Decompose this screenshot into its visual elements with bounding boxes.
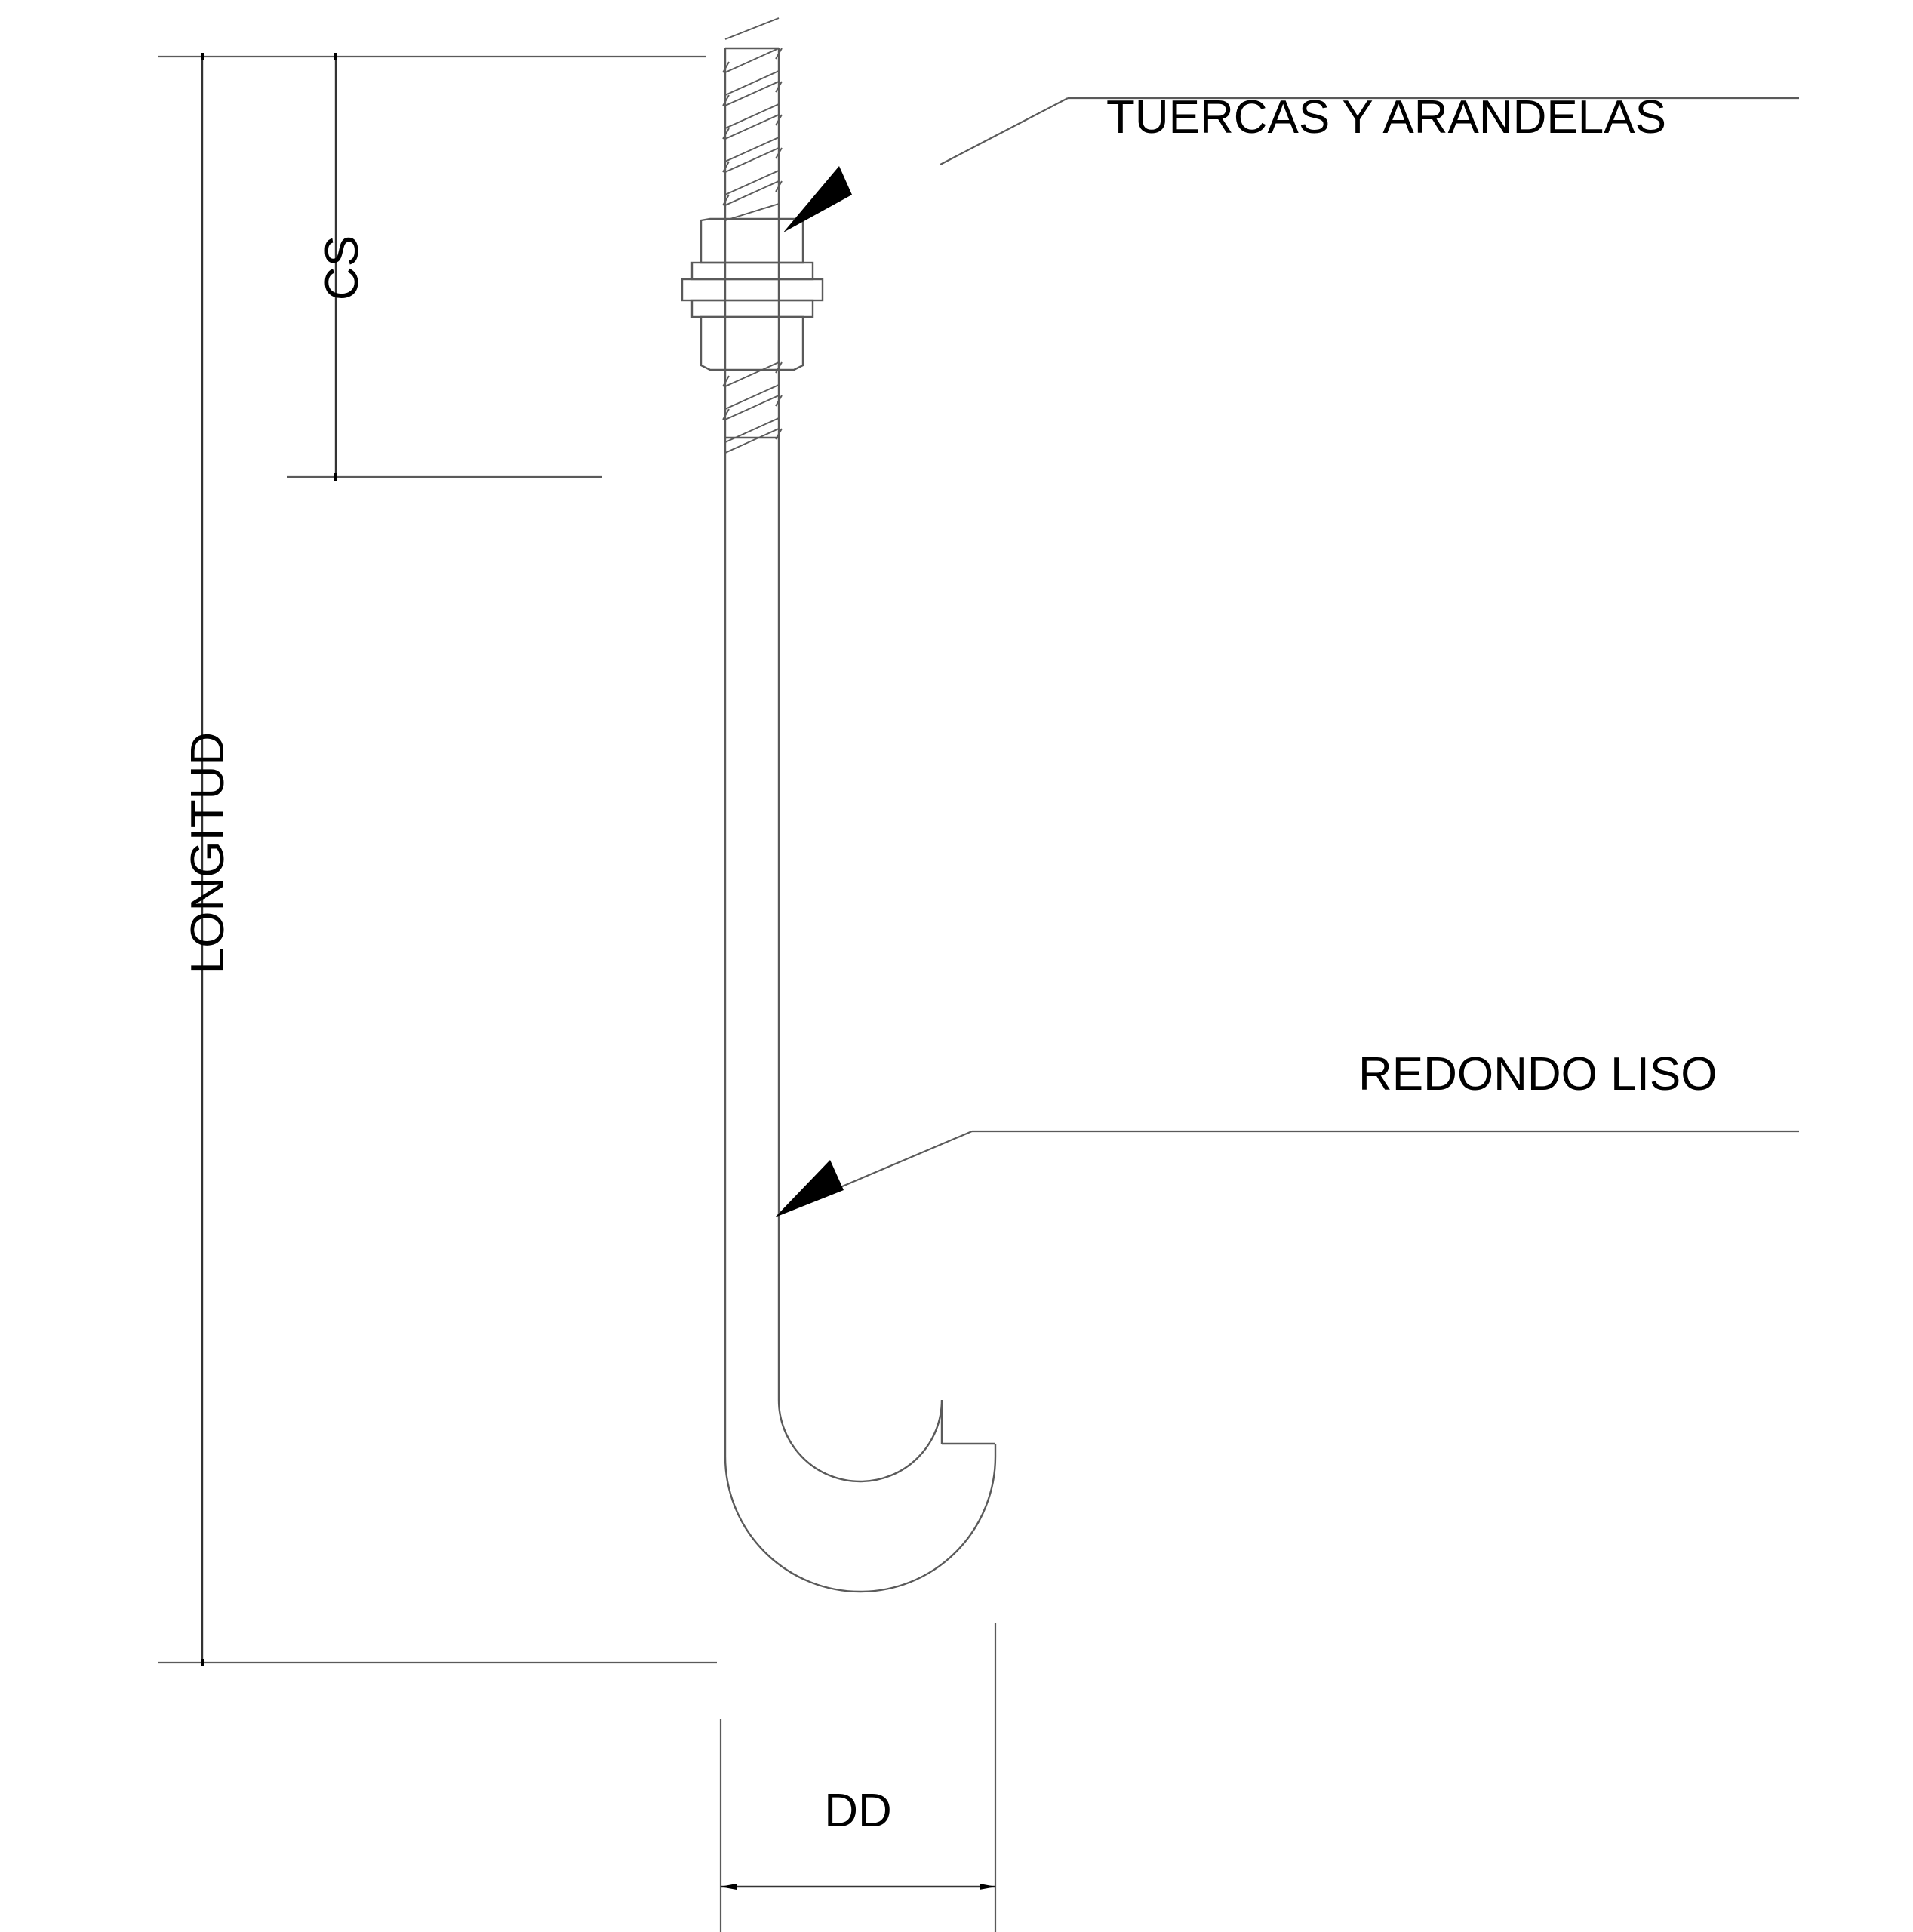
dimension-cs-label: CS — [316, 235, 368, 300]
dimension-longitud — [158, 53, 717, 1666]
leader-arrowhead-nuts — [783, 166, 852, 232]
dimension-dd-label: DD — [824, 1785, 892, 1837]
leader-arrowhead-shaft — [775, 1160, 844, 1217]
threaded-rod-lower — [722, 340, 783, 454]
annotation-redondo-liso: REDONDO LISO — [1358, 1048, 1717, 1100]
dimension-cs — [287, 53, 602, 481]
plain-shaft — [724, 438, 780, 1457]
threaded-rod-upper — [722, 17, 783, 221]
leader-redondo-liso — [795, 1130, 1799, 1208]
dimension-longitud-label: LONGITUD — [182, 732, 234, 974]
washer-pair — [681, 261, 824, 318]
leader-tuercas-y-arandelas — [940, 97, 1799, 165]
annotation-tuercas-y-arandelas: TUERCAS Y ARANDELAS — [1106, 91, 1666, 143]
dimension-dd — [719, 1623, 997, 1932]
hex-nut-upper — [700, 217, 804, 264]
anchor-bolt-geometry — [681, 17, 997, 1593]
hex-nut-lower — [700, 315, 804, 371]
j-hook — [724, 1399, 997, 1593]
